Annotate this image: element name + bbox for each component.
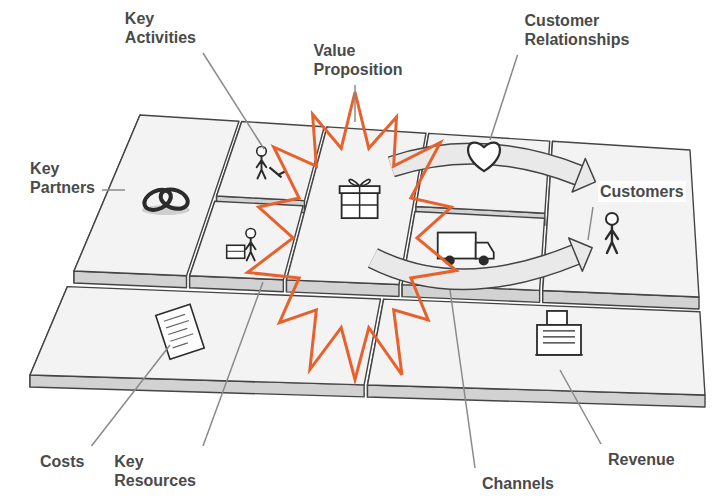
- person-head: [257, 147, 267, 157]
- leader-line: [490, 55, 518, 140]
- flow-arrow-head: [572, 158, 595, 191]
- callout-label: Value Proposition: [312, 40, 405, 80]
- starburst: [248, 92, 457, 380]
- leader-line: [560, 370, 601, 444]
- gift-bow: [349, 179, 370, 186]
- document-sheet: [156, 304, 204, 359]
- leader-lines: [91, 53, 601, 468]
- resource-figure: [227, 228, 256, 260]
- canvas-block: [190, 201, 304, 291]
- document-icon: [156, 304, 204, 359]
- document-lines: [164, 314, 195, 348]
- register-icon: [535, 311, 583, 355]
- person-head: [606, 213, 618, 225]
- person-body: [257, 156, 267, 178]
- callout-label: Customer Relationships: [523, 10, 632, 50]
- person-head: [246, 228, 256, 238]
- callout-label: Revenue: [606, 449, 677, 470]
- block-top: [368, 299, 706, 395]
- heart-icon: [468, 143, 500, 171]
- callout-label: Channels: [480, 473, 556, 494]
- callout-label: Costs: [38, 451, 86, 472]
- gift-ribbon: [342, 186, 378, 218]
- register-display: [547, 311, 567, 325]
- block-top: [190, 201, 304, 279]
- customer-person: [606, 213, 618, 253]
- callout-label: Key Partners: [28, 158, 97, 198]
- leader-line: [203, 282, 263, 446]
- register-body: [537, 325, 581, 355]
- block-top: [30, 287, 380, 385]
- callout-label: Key Resources: [112, 451, 198, 491]
- customer-figure: [606, 213, 618, 253]
- worker-figure: [246, 228, 256, 260]
- register-keys: [535, 331, 583, 355]
- crate-line: [227, 251, 245, 252]
- leader-line: [203, 53, 264, 149]
- leader-line: [450, 290, 475, 468]
- rings-icon: [141, 186, 190, 215]
- ring: [158, 186, 190, 212]
- document-page: [156, 304, 204, 359]
- callout-label: Key Activities: [123, 8, 198, 48]
- person-body: [246, 238, 256, 260]
- leader-line: [102, 189, 125, 191]
- crate: [227, 245, 245, 258]
- canvas-blocks: [30, 115, 705, 407]
- leader-line: [354, 85, 356, 122]
- truck-cargo: [438, 233, 476, 259]
- person-body: [606, 225, 618, 253]
- heart-shape: [468, 143, 500, 171]
- worker-figure: [257, 147, 267, 179]
- callout-label: Customers: [598, 181, 686, 202]
- truck-wheel: [479, 256, 489, 266]
- canvas-block: [368, 299, 706, 407]
- flow-arrow-head: [569, 238, 592, 271]
- leader-line: [588, 207, 593, 240]
- flow-arrow: [373, 238, 592, 279]
- gift-icon: [340, 179, 380, 218]
- canvas-block: [30, 287, 380, 397]
- leader-line: [91, 345, 170, 446]
